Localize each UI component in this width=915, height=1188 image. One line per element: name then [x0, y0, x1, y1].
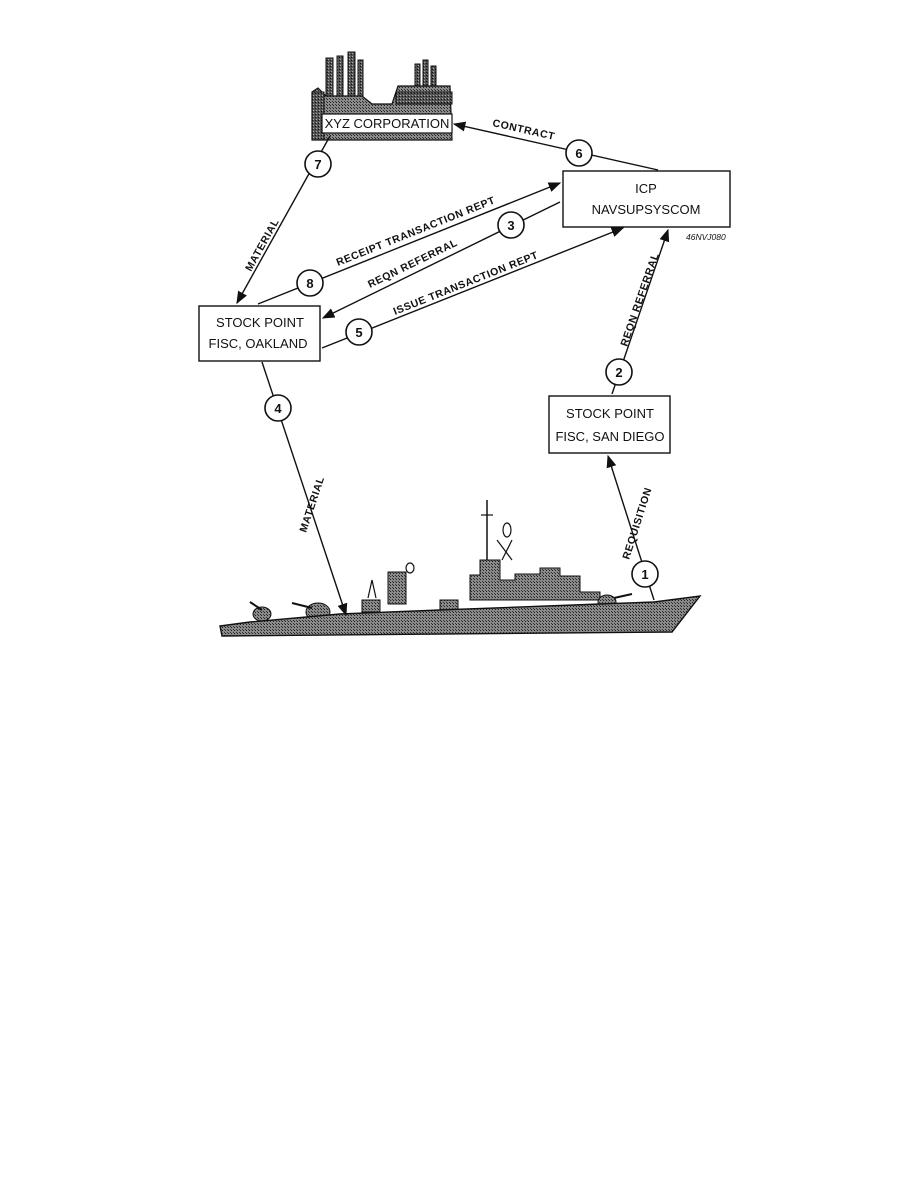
- step-2: 2: [605, 358, 633, 386]
- icp-line2: NAVSUPSYSCOM: [592, 202, 701, 217]
- sandiego-node: STOCK POINT FISC, SAN DIEGO: [548, 395, 671, 454]
- step-3: 3: [497, 211, 525, 239]
- step-4-number: 4: [274, 401, 282, 416]
- step-6: 6: [565, 139, 593, 167]
- icp-node: ICP NAVSUPSYSCOM: [562, 170, 731, 228]
- step-7-number: 7: [314, 157, 321, 172]
- step-8: 8: [296, 269, 324, 297]
- icp-box: [562, 170, 731, 228]
- step-2-number: 2: [615, 365, 622, 380]
- oakland-node: STOCK POINT FISC, OAKLAND: [198, 305, 321, 362]
- step-5: 5: [345, 318, 373, 346]
- step-1-number: 1: [641, 567, 648, 582]
- step-7: 7: [304, 150, 332, 178]
- edge-label-material-top: MATERIAL: [243, 217, 282, 274]
- icp-line1: ICP: [635, 181, 657, 196]
- step-5-number: 5: [355, 325, 362, 340]
- oakland-line2: FISC, OAKLAND: [209, 336, 308, 351]
- step-4: 4: [264, 394, 292, 422]
- sandiego-box: [548, 395, 671, 454]
- step-6-number: 6: [575, 146, 582, 161]
- step-1: 1: [631, 560, 659, 588]
- step-3-number: 3: [507, 218, 514, 233]
- sandiego-line1: STOCK POINT: [566, 406, 654, 421]
- factory-label: XYZ CORPORATION: [325, 116, 450, 131]
- oakland-box: [198, 305, 321, 362]
- sandiego-line2: FISC, SAN DIEGO: [555, 429, 664, 444]
- step-8-number: 8: [306, 276, 313, 291]
- oakland-line1: STOCK POINT: [216, 315, 304, 330]
- factory-illustration: XYZ CORPORATION: [311, 51, 453, 141]
- figure-code: 46NVJ080: [686, 232, 726, 242]
- ship-illustration: [219, 500, 702, 637]
- edge-label-reqn-referral-sd: REQN REFERRAL: [618, 251, 661, 348]
